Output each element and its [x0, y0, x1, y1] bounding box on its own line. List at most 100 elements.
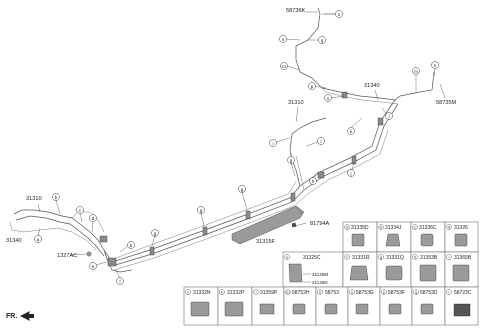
callout-markers: n n q m p o m n i k i l g h j g g g b c …: [34, 10, 439, 285]
callout-g-left: g: [151, 229, 159, 247]
callout-f: f: [115, 269, 124, 285]
callout-p: p: [308, 82, 327, 90]
svg-text:p: p: [311, 84, 314, 89]
label-1327ac: 1327AC: [57, 253, 77, 259]
svg-text:m: m: [414, 69, 418, 74]
svg-text:58752H: 58752H: [292, 290, 310, 296]
parts-table: a 31335D b 31334J c 31336C d 31326: [183, 221, 479, 326]
part-number-labels: 58736K 31340 58735M 31310 31310 31340 13…: [6, 8, 457, 259]
callout-l-mid: l: [305, 137, 325, 147]
label-31310-left: 31310: [26, 196, 42, 202]
label-58735m: 58735M: [436, 100, 457, 106]
clip-81794a: [291, 222, 297, 228]
svg-text:31336C: 31336C: [419, 225, 437, 231]
svg-text:i: i: [388, 114, 389, 119]
svg-text:g: g: [154, 231, 157, 236]
callout-n-right: n: [431, 61, 439, 77]
cell-f: f 31331R: [344, 254, 370, 281]
cell-a: a 31335D: [344, 224, 369, 247]
callout-m-right: m: [412, 67, 420, 92]
svg-text:p: p: [383, 291, 385, 295]
svg-text:b: b: [380, 226, 382, 230]
svg-text:f: f: [119, 279, 121, 284]
svg-text:q: q: [415, 291, 417, 295]
svg-text:n: n: [319, 291, 321, 295]
label-81794a: 81794A: [310, 221, 330, 227]
callout-q: q: [308, 36, 326, 44]
svg-text:31325C: 31325C: [303, 255, 321, 261]
callout-i-right: i: [381, 107, 393, 120]
callout-j: j: [347, 161, 355, 177]
svg-text:b: b: [55, 195, 58, 200]
label-fr: FR.: [6, 313, 17, 320]
callout-g-center: g: [238, 185, 248, 211]
callout-g-mid: g: [287, 156, 296, 177]
svg-text:a: a: [37, 237, 40, 242]
svg-text:d: d: [92, 216, 95, 221]
svg-text:l: l: [256, 291, 257, 295]
svg-text:l: l: [320, 139, 321, 144]
svg-text:58753F: 58753F: [388, 290, 405, 296]
callout-k: k: [347, 117, 363, 135]
svg-text:31331R: 31331R: [352, 255, 370, 261]
label-31315f: 31315F: [256, 239, 276, 245]
svg-text:g: g: [200, 208, 203, 213]
svg-text:g: g: [290, 158, 293, 163]
svg-text:e: e: [92, 264, 95, 269]
cell-r: r 58723C: [446, 289, 472, 317]
svg-text:31353B: 31353B: [420, 255, 438, 261]
svg-text:f: f: [346, 256, 348, 260]
cell-i: i 31365B: [446, 254, 472, 282]
table-row-2: e 31325C 31129M 31126D f 31331R g 31331Q: [282, 251, 479, 288]
svg-text:31326: 31326: [454, 225, 468, 231]
svg-text:n: n: [434, 63, 437, 68]
svg-text:c: c: [414, 226, 416, 230]
callout-d-left: d: [89, 214, 97, 233]
bolt-1327ac: [86, 251, 92, 257]
cell-k: k 31332P: [219, 289, 245, 317]
svg-text:r: r: [448, 291, 450, 295]
callout-a-left: a: [34, 227, 42, 243]
svg-text:31332N: 31332N: [193, 290, 211, 296]
callout-n-left: n: [279, 35, 301, 43]
cell-n: n 58753: [317, 289, 339, 315]
svg-text:i: i: [272, 141, 273, 146]
callout-g-low: g: [197, 206, 205, 227]
cell-e: e 31325C 31129M 31126D: [284, 254, 328, 285]
callout-o: o: [324, 94, 345, 102]
cell-p: p 58753F: [381, 289, 405, 315]
svg-text:e: e: [286, 256, 288, 260]
svg-text:m: m: [286, 291, 289, 295]
svg-text:q: q: [321, 38, 324, 43]
cell-h: h 31353B: [412, 254, 438, 282]
svg-text:31359P: 31359P: [260, 290, 278, 296]
table-row-3: j 31332N k 31332P l 31359P m 58752H: [183, 286, 479, 326]
svg-text:58753D: 58753D: [420, 290, 438, 296]
svg-text:o: o: [351, 291, 353, 295]
svg-text:b: b: [130, 243, 133, 248]
label-31340-left: 31340: [6, 238, 22, 244]
svg-text:h: h: [312, 179, 315, 184]
svg-text:31331Q: 31331Q: [386, 255, 404, 261]
svg-text:58723C: 58723C: [454, 290, 472, 296]
cell-o: o 58753G: [349, 289, 374, 315]
svg-text:58753: 58753: [325, 290, 339, 296]
label-31340-top: 31340: [364, 83, 380, 89]
svg-text:n: n: [282, 37, 285, 42]
svg-text:31335D: 31335D: [351, 225, 369, 231]
callout-e: e: [89, 261, 107, 270]
callout-i-mid: i: [269, 137, 291, 147]
svg-text:m: m: [282, 64, 286, 69]
callout-b-left: b: [52, 193, 61, 215]
svg-text:31126D: 31126D: [312, 280, 328, 285]
svg-text:g: g: [241, 187, 244, 192]
callout-n-top: n: [324, 10, 343, 18]
brake-pipe-assembly: [9, 7, 435, 273]
svg-text:n: n: [338, 12, 341, 17]
cell-j: j 31332N: [185, 289, 211, 317]
svg-text:j: j: [349, 171, 351, 176]
svg-text:31129M: 31129M: [312, 272, 328, 277]
svg-text:k: k: [350, 129, 353, 134]
svg-text:58753G: 58753G: [356, 290, 374, 296]
svg-text:a: a: [346, 226, 349, 230]
